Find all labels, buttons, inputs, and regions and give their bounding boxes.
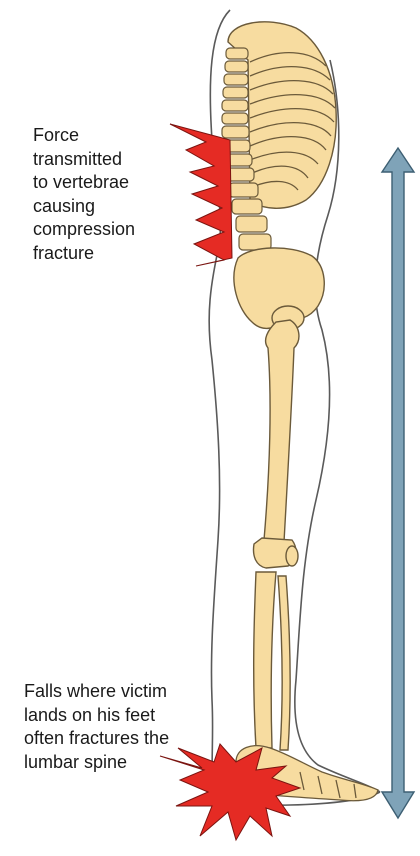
patella [286, 546, 298, 566]
double-headed-arrow-icon [382, 148, 414, 818]
leg-bones [254, 320, 299, 750]
pelvis [234, 248, 324, 330]
tibia [254, 572, 276, 748]
femur [264, 320, 299, 542]
force-annotation: Force transmitted to vertebrae causing c… [33, 124, 183, 265]
fibula [278, 576, 290, 750]
fall-annotation: Falls where victim lands on his feet oft… [24, 680, 224, 774]
